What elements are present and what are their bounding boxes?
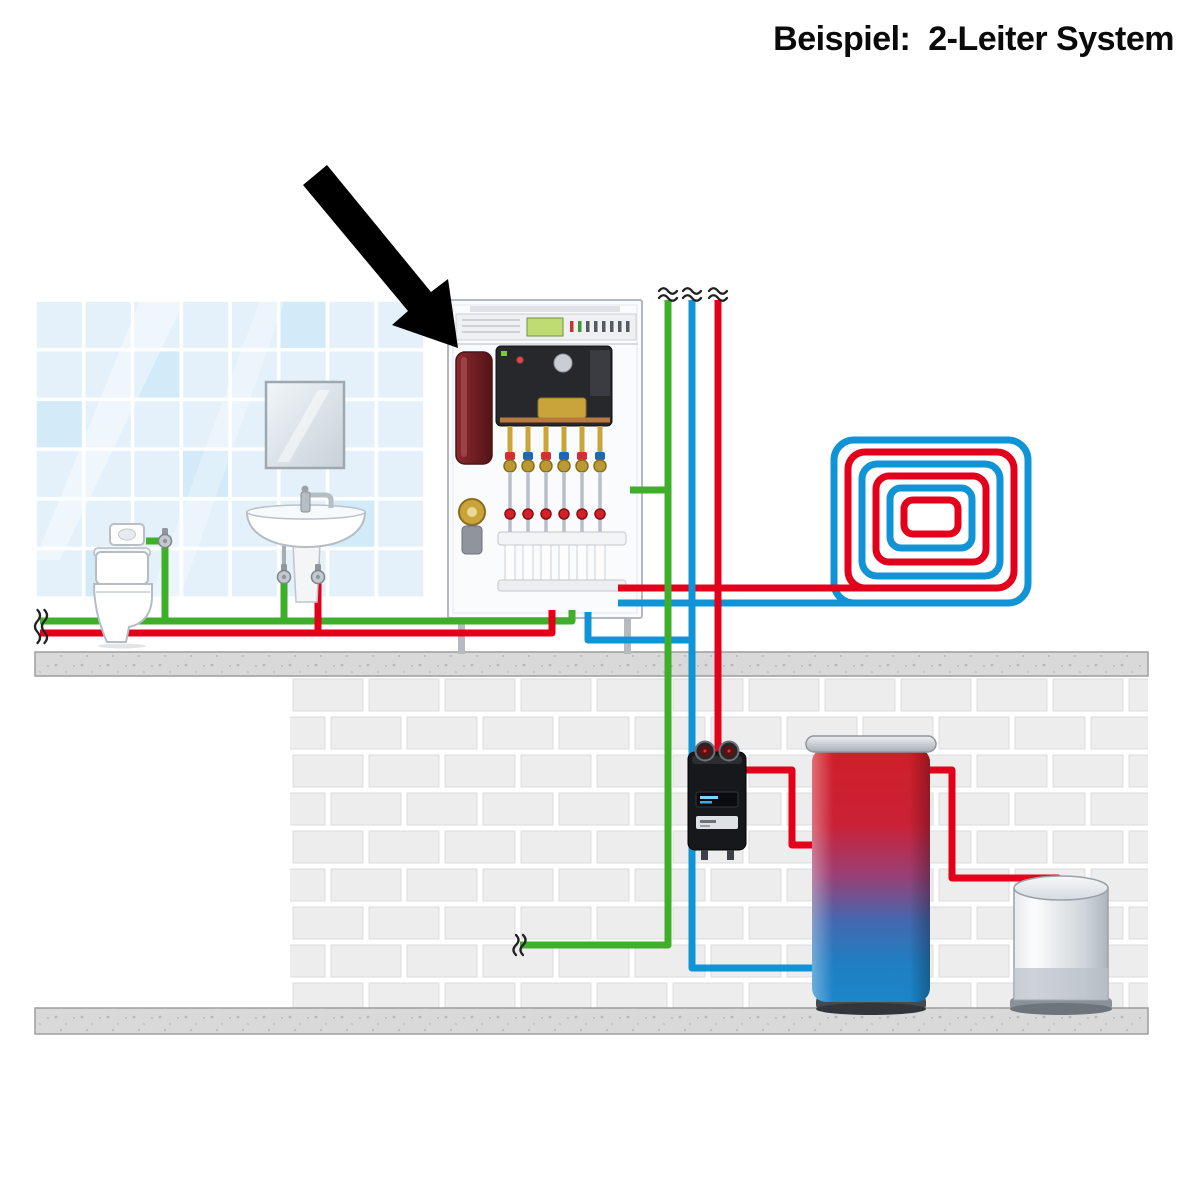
hot-water-main — [40, 610, 556, 637]
heat-interface-unit — [447, 299, 643, 654]
pipe-break-symbol — [519, 933, 527, 957]
ceiling-slab-upper — [34, 651, 1149, 677]
toilet-bowl — [92, 583, 153, 643]
pipe-break-symbol — [33, 608, 42, 645]
floor-slab-lower — [34, 1007, 1149, 1035]
pipe-break-symbol — [512, 933, 520, 957]
controller-display — [526, 317, 564, 337]
expansion-vessel — [1010, 875, 1112, 1015]
pipe-break-symbol — [681, 294, 703, 302]
pipe-break-symbol — [657, 294, 679, 302]
pipe-break-symbol — [657, 287, 679, 295]
underfloor-heating-coil — [830, 436, 1032, 607]
heat-meter — [687, 740, 747, 860]
buffer-storage-tank — [805, 735, 937, 1015]
pipe-break-symbol — [681, 287, 703, 295]
diagram-title: Beispiel: 2-Leiter System — [773, 20, 1174, 58]
riser-cold-water — [520, 300, 672, 949]
station-pump — [458, 498, 486, 555]
pipe-break-symbols — [33, 287, 729, 957]
station-return-stub — [584, 612, 692, 644]
pointer-arrow — [303, 165, 458, 348]
station-expansion-vessel — [455, 351, 493, 465]
pipe-break-symbol — [707, 294, 729, 302]
station-controller — [455, 313, 637, 341]
meter-to-tank-pipe — [744, 766, 816, 849]
washbasin — [245, 485, 367, 603]
meter-gauge — [718, 740, 740, 762]
flush-plate — [109, 523, 145, 546]
tile-highlight — [150, 300, 285, 598]
pipe-break-symbol — [40, 608, 49, 645]
manifold-gauge-caps — [504, 508, 606, 520]
tile-highlight — [35, 300, 185, 560]
station-manifold — [497, 472, 627, 592]
station-leg — [624, 616, 631, 654]
faucet — [300, 485, 334, 513]
meter-gauge — [694, 740, 716, 762]
tank-lid — [805, 735, 937, 753]
controller-buttons — [570, 321, 630, 332]
pipe-break-symbol — [707, 287, 729, 295]
basin-bowl — [245, 511, 367, 549]
toilet — [92, 547, 153, 649]
mirror — [264, 380, 346, 470]
station-hydraulic-block — [495, 345, 613, 427]
cold-water-main — [40, 610, 576, 625]
meter-display — [695, 791, 739, 808]
